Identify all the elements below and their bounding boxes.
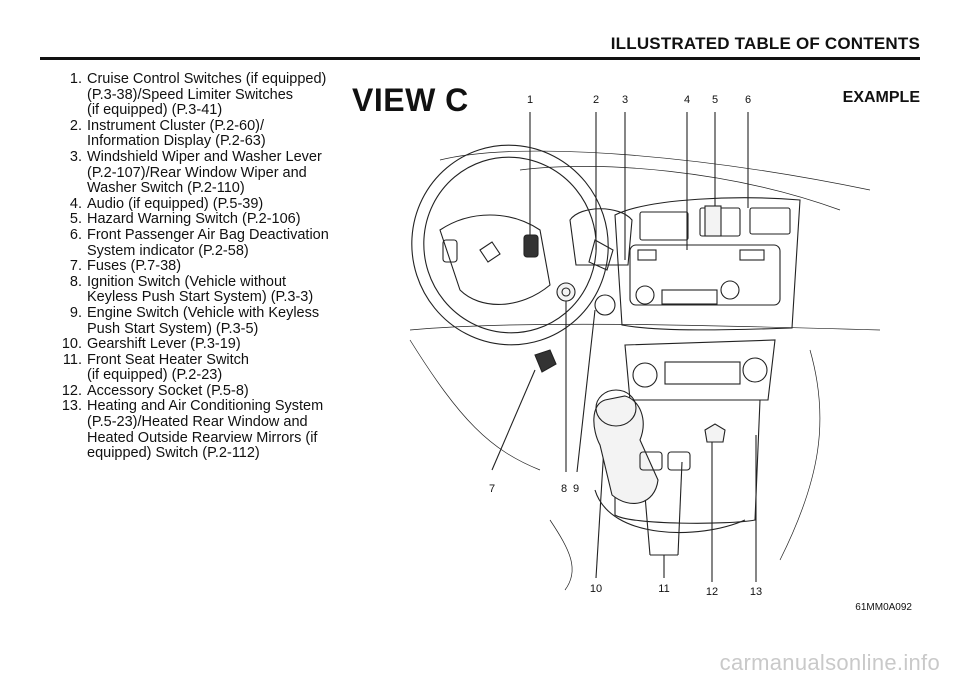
toc-num: 3.: [69, 148, 82, 165]
toc-num: 4.: [69, 195, 82, 212]
toc-text: Fuses (P.7-38): [87, 258, 182, 275]
hvac-panel: [624, 339, 776, 401]
callout-10: 10: [589, 583, 603, 595]
watermark: carmanualsonline.info: [719, 650, 940, 675]
callout-leaders: [491, 112, 757, 582]
toc-num: 5.: [69, 211, 82, 228]
toc-text: Engine Switch (Vehicle with Keyless Push…: [87, 304, 320, 337]
toc-num: 8.: [69, 273, 82, 290]
callout-7: 7: [488, 483, 496, 495]
callout-8: 8: [560, 483, 568, 495]
toc-item-13: 13. Heating and Air Conditioning System (…: [40, 399, 340, 461]
toc-item-3: 3. Windshield Wiper and Washer Lever (P.2…: [40, 148, 340, 197]
toc-text: Audio (if equipped) (P.5-39): [87, 195, 264, 212]
toc-num: 9.: [69, 304, 82, 321]
view-title: VIEW C: [352, 82, 469, 118]
toc-text: Windshield Wiper and Washer Lever (P.2-1…: [87, 148, 322, 197]
toc-text: Cruise Control Switches (if equipped) (P…: [87, 71, 327, 119]
callout-1: 1: [526, 94, 534, 106]
toc-item-2: 2. Instrument Cluster (P.2-60)/ Informati…: [40, 117, 340, 150]
toc-text: Front Passenger Air Bag Deactivation Sys…: [87, 226, 329, 259]
toc-item-7: 7. Fuses (P.7-38): [40, 259, 340, 275]
toc-item-4: 4. Audio (if equipped) (P.5-39): [40, 195, 340, 213]
steering-wheel: [411, 144, 609, 346]
toc-text: Heating and Air Conditioning System (P.5…: [87, 398, 324, 462]
toc-num: 1.: [69, 71, 82, 87]
callout-11: 11: [658, 583, 670, 595]
dashboard-illustration: [409, 112, 881, 591]
callout-13: 13: [749, 586, 763, 598]
toc-text: Instrument Cluster (P.2-60)/ Information…: [87, 117, 266, 150]
toc-num: 2.: [69, 117, 82, 134]
center-console: [593, 389, 761, 533]
toc-item-1: 1. Cruise Control Switches (if equipped) …: [40, 71, 340, 119]
toc-item-10: 10. Gearshift Lever (P.3-19): [40, 336, 340, 353]
callout-12: 12: [705, 586, 719, 598]
toc-num: 10.: [61, 336, 82, 353]
toc-text: Front Seat Heater Switch (if equipped) (…: [87, 351, 249, 384]
toc-item-5: 5. Hazard Warning Switch (P.2-106): [40, 212, 340, 228]
toc-num: 12.: [61, 382, 82, 399]
toc-item-11: 11. Front Seat Heater Switch (if equipped…: [40, 351, 340, 384]
audio-unit: [614, 197, 801, 331]
callout-9: 9: [572, 483, 580, 495]
figure-code: 61MM0A092: [855, 602, 912, 613]
toc-item-12: 12. Accessory Socket (P.5-8): [40, 382, 340, 400]
toc-list: 1. Cruise Control Switches (if equipped) …: [40, 71, 340, 462]
callout-2: 2: [592, 94, 600, 106]
toc-num: 7.: [69, 258, 82, 275]
toc-text: Accessory Socket (P.5-8): [87, 382, 249, 399]
toc-num: 11.: [62, 351, 82, 368]
example-label: EXAMPLE: [842, 89, 920, 106]
toc-item-8: 8. Ignition Switch (Vehicle without Keyle…: [40, 273, 340, 306]
callout-3: 3: [621, 94, 629, 106]
toc-item-6: 6. Front Passenger Air Bag Deactivation S…: [40, 226, 340, 259]
callout-5: 5: [711, 94, 719, 106]
toc-text: Ignition Switch (Vehicle without Keyless…: [87, 273, 314, 306]
callout-4: 4: [683, 94, 691, 106]
toc-text: Gearshift Lever (P.3-19): [87, 336, 241, 353]
toc-num: 13.: [61, 398, 82, 415]
toc-text: Hazard Warning Switch (P.2-106): [87, 211, 301, 228]
toc-num: 6.: [69, 226, 82, 243]
callout-6: 6: [744, 94, 752, 106]
page-header-title: ILLUSTRATED TABLE OF CONTENTS: [610, 34, 920, 53]
toc-item-9: 9. Engine Switch (Vehicle with Keyless Pu…: [40, 304, 340, 337]
header-rule: [40, 57, 920, 60]
